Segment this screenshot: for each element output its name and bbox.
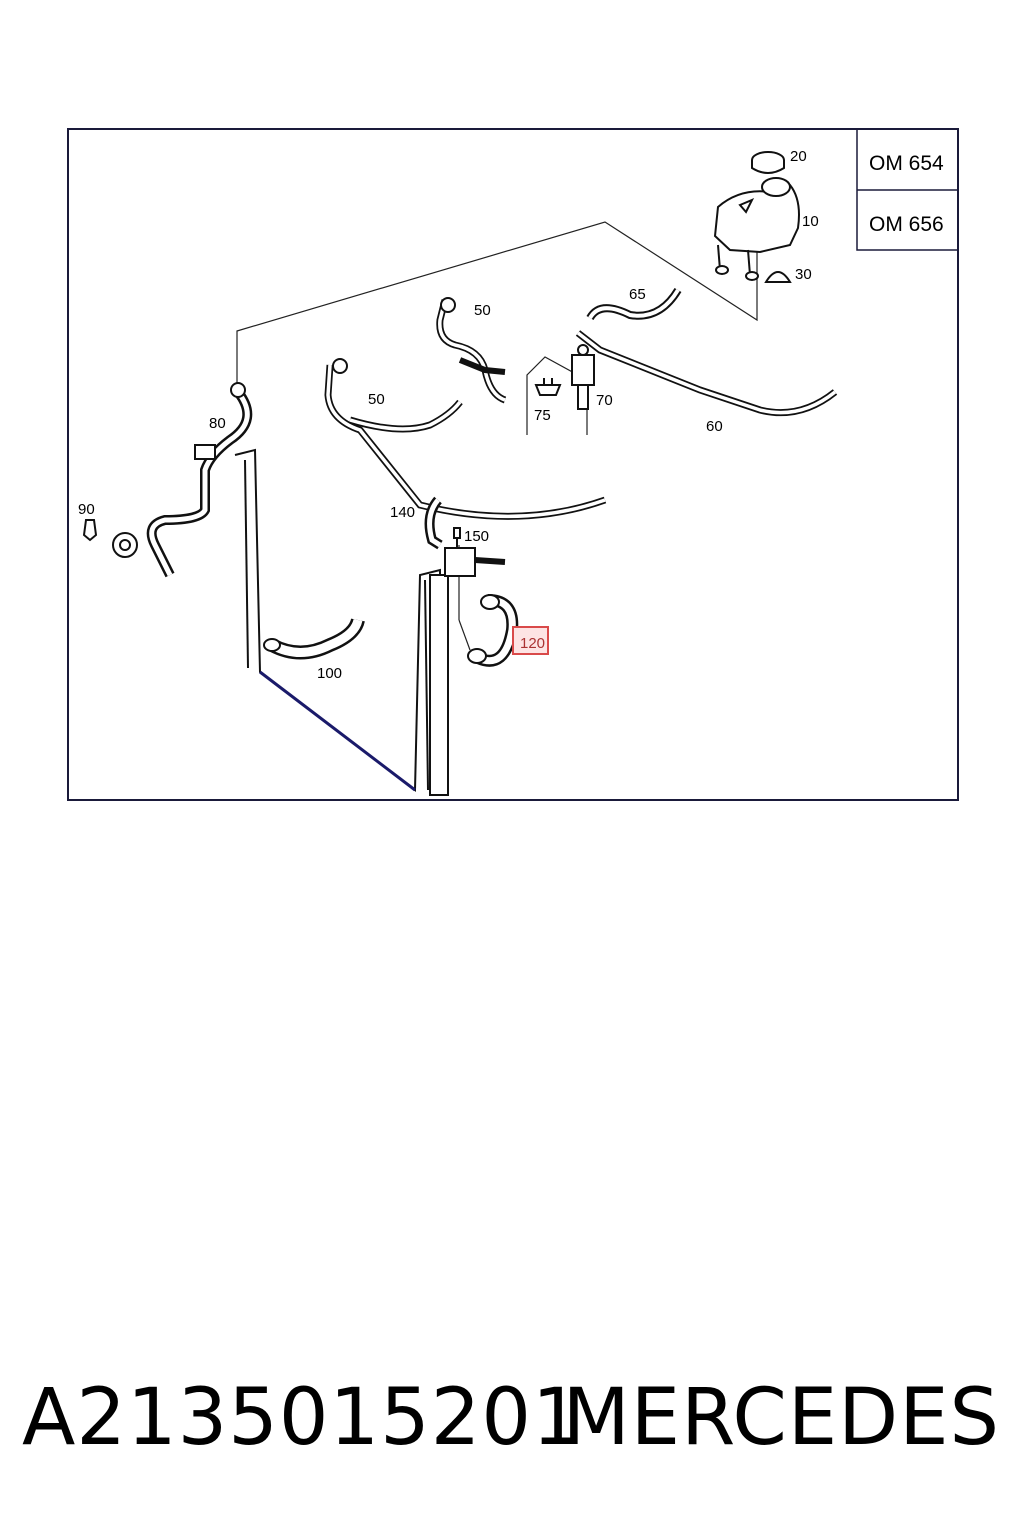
connector-70[interactable] <box>571 344 595 410</box>
callout-10[interactable]: 10 <box>802 213 819 230</box>
diagram-frame <box>67 128 959 801</box>
line-50-lower[interactable] <box>324 358 607 520</box>
hose-120[interactable] <box>467 594 519 667</box>
callout-100[interactable]: 100 <box>317 665 342 682</box>
thermostat-housing[interactable] <box>444 547 506 577</box>
expansion-tank-cap[interactable] <box>751 151 785 174</box>
callout-labels: 20 10 30 65 50 50 80 75 70 60 90 140 150… <box>78 148 819 682</box>
parts-diagram: OM 654 OM 656 <box>67 128 959 801</box>
grommet[interactable] <box>764 271 792 283</box>
callout-60[interactable]: 60 <box>706 418 723 435</box>
callout-50-lower[interactable]: 50 <box>368 391 385 408</box>
line-50-upper[interactable] <box>436 297 507 404</box>
footer: A2135015201 MERCEDES <box>0 1368 1024 1478</box>
radiator[interactable] <box>234 448 449 796</box>
expansion-tank[interactable] <box>713 177 800 281</box>
callout-65[interactable]: 65 <box>629 286 646 303</box>
clip-75[interactable] <box>534 378 562 396</box>
callout-80[interactable]: 80 <box>209 415 226 432</box>
callout-120-highlight[interactable]: 120 <box>512 626 549 655</box>
callout-150[interactable]: 150 <box>464 528 489 545</box>
callout-120[interactable]: 120 <box>520 635 545 652</box>
leader-lines <box>236 221 758 651</box>
part-number: A2135015201 <box>22 1373 583 1463</box>
callout-70[interactable]: 70 <box>596 392 613 409</box>
callout-75[interactable]: 75 <box>534 407 551 424</box>
variant-om654[interactable]: OM 654 <box>869 152 944 175</box>
callout-90[interactable]: 90 <box>78 501 95 518</box>
hose-140[interactable] <box>424 496 443 550</box>
callout-20[interactable]: 20 <box>790 148 807 165</box>
sensor-90[interactable] <box>82 519 138 558</box>
hose-80[interactable] <box>146 382 253 578</box>
pipe-60[interactable] <box>575 330 838 417</box>
callout-30[interactable]: 30 <box>795 266 812 283</box>
callout-50-upper[interactable]: 50 <box>474 302 491 319</box>
callout-140[interactable]: 140 <box>390 504 415 521</box>
variant-table: OM 654 OM 656 <box>856 128 959 251</box>
variant-om656[interactable]: OM 656 <box>869 213 944 236</box>
brand-name: MERCEDES <box>562 1373 1000 1463</box>
hose-100[interactable] <box>263 618 365 660</box>
